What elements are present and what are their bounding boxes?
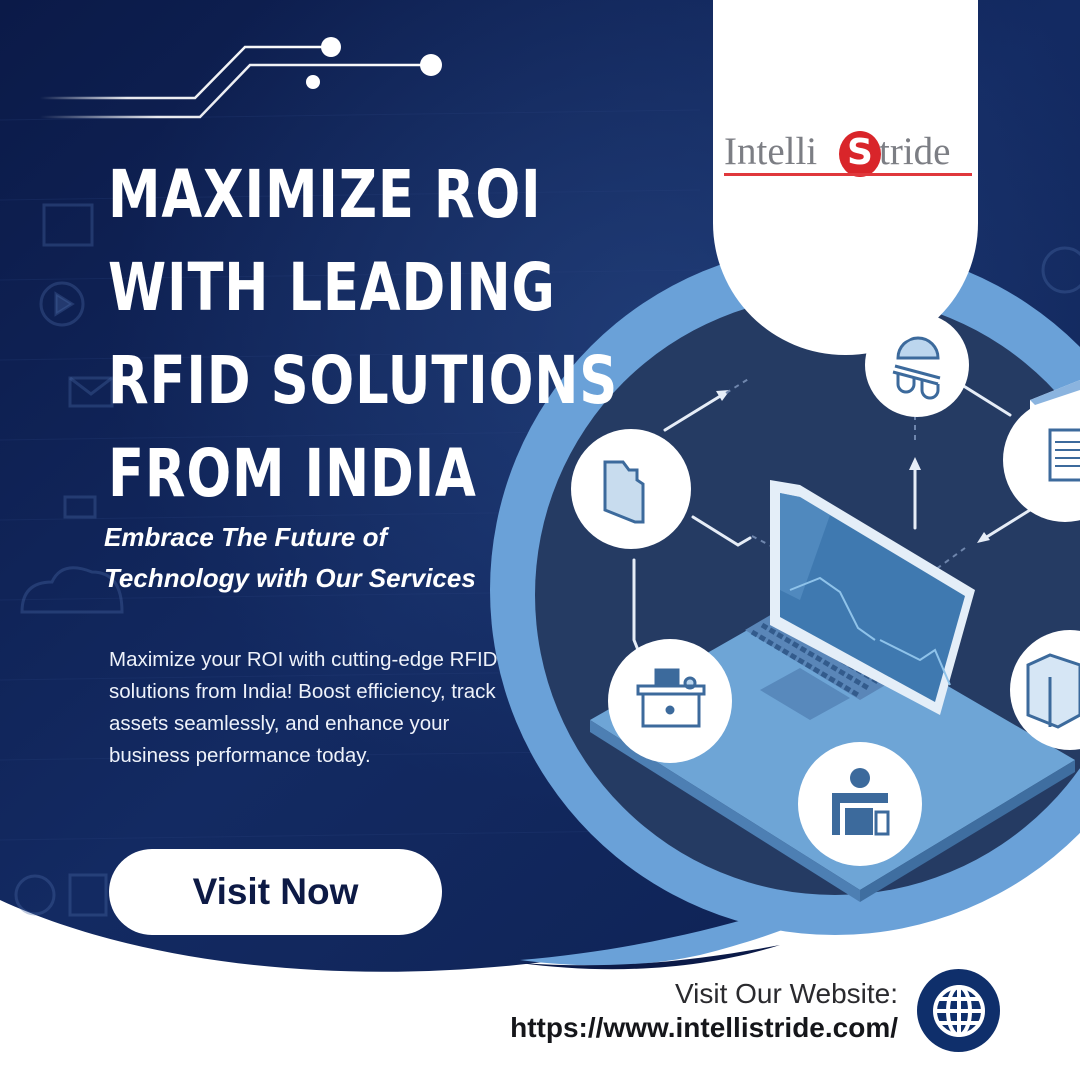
logo-text-left: Intelli bbox=[724, 130, 818, 173]
document-icon bbox=[1048, 428, 1080, 482]
headline-line: WITH LEADING bbox=[108, 249, 556, 326]
headline-line: RFID SOLUTIONS bbox=[108, 342, 619, 419]
helmet-icon bbox=[892, 336, 941, 400]
headline: MAXIMIZE ROI WITH LEADING RFID SOLUTIONS… bbox=[108, 148, 618, 520]
logo-underline bbox=[724, 173, 972, 176]
headline-line: FROM INDIA bbox=[108, 435, 477, 512]
circuit-lines-decoration bbox=[40, 37, 442, 119]
logo-panel bbox=[713, 0, 978, 355]
body-text: Maximize your ROI with cutting-edge RFID… bbox=[109, 648, 498, 767]
website-label: Visit Our Website: bbox=[674, 978, 898, 1009]
subheadline-line: Embrace The Future of bbox=[104, 522, 388, 552]
visit-now-button[interactable]: Visit Now bbox=[109, 849, 442, 935]
website-info: Visit Our Website: https://www.intellist… bbox=[510, 977, 898, 1045]
globe-button[interactable] bbox=[917, 969, 1000, 1052]
subheadline: Embrace The Future of Technology with Ou… bbox=[104, 517, 476, 599]
box-icon bbox=[1026, 653, 1080, 729]
headline-line: MAXIMIZE ROI bbox=[108, 156, 542, 233]
website-url-link[interactable]: https://www.intellistride.com/ bbox=[510, 1012, 898, 1043]
subheadline-line: Technology with Our Services bbox=[104, 563, 476, 593]
intellistride-logo[interactable]: Intelli S tride bbox=[724, 127, 974, 177]
folder-icon bbox=[603, 460, 645, 524]
desk-icon bbox=[636, 668, 706, 728]
globe-icon bbox=[932, 984, 985, 1037]
user-desk-icon bbox=[832, 768, 890, 836]
logo-text-right: tride bbox=[879, 130, 951, 173]
logo-s-mark: S bbox=[839, 131, 881, 177]
